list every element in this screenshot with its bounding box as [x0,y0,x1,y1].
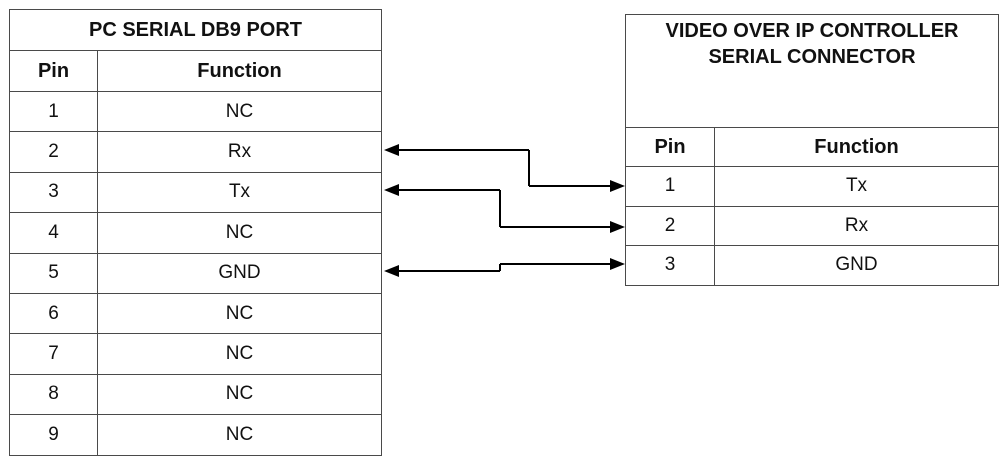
pc-pin-function: NC [97,212,382,254]
pc-pin-number: 7 [9,333,98,375]
pc-pin-row: 7 NC [9,333,382,375]
controller-function-header: Function [714,127,999,167]
pc-pin-number: 3 [9,171,98,214]
pc-pin-number: 9 [9,414,98,456]
controller-title-line-1: VIDEO OVER IP CONTROLLER [665,20,959,42]
pc-pin-row: 5 GND [9,252,382,294]
controller-pin-row: 1 Tx [625,166,999,207]
controller-serial-connector-table: VIDEO OVER IP CONTROLLER SERIAL CONNECTO… [625,14,999,286]
pc-pin-number: 8 [9,373,98,416]
pc-pin-number: 5 [9,252,98,294]
pc-serial-port-table: PC SERIAL DB9 PORT Pin Function 1 NC 2 R… [9,9,382,456]
pc-pin-function: NC [97,292,382,335]
pc-pin-function: NC [97,373,382,416]
arrowhead-left [384,265,399,277]
pc-pin-row: 1 NC [9,90,382,133]
controller-pin-number: 2 [625,205,715,246]
pc-pin-function: NC [97,414,382,456]
pc-pin-function: NC [97,333,382,375]
pc-pin-row: 9 NC [9,414,382,456]
controller-pin-number: 3 [625,245,715,286]
controller-pin-function: GND [714,245,999,286]
pc-pin-function: GND [97,252,382,294]
pc-pin-row: 8 NC [9,373,382,416]
wire-tx-to-rx [384,184,625,233]
pc-pin-number: 6 [9,292,98,335]
pc-pin-row: 4 NC [9,212,382,254]
pc-pin-number: 1 [9,90,98,133]
controller-pin-function: Rx [714,205,999,246]
pc-pin-number: 2 [9,131,98,173]
controller-pin-row: 2 Rx [625,205,999,246]
pc-pin-number: 4 [9,212,98,254]
pc-pin-function: Tx [97,171,382,214]
controller-pin-function: Tx [714,166,999,207]
wire-gnd-to-gnd [384,258,625,277]
pc-pin-row: 6 NC [9,292,382,335]
pc-function-header: Function [97,50,382,92]
pc-pin-row: 2 Rx [9,131,382,173]
controller-pin-row: 3 GND [625,245,999,286]
pc-pin-function: NC [97,90,382,133]
controller-title: VIDEO OVER IP CONTROLLER SERIAL CONNECTO… [625,14,999,128]
wire-rx-to-tx [384,144,625,192]
arrowhead-right [610,221,625,233]
arrowhead-right [610,258,625,270]
arrowhead-left [384,184,399,196]
pc-pin-function: Rx [97,131,382,173]
pc-pin-header: Pin [9,50,98,92]
pc-port-title: PC SERIAL DB9 PORT [9,9,382,51]
controller-title-line-2: SERIAL CONNECTOR [708,46,916,68]
controller-pin-number: 1 [625,166,715,207]
arrowhead-left [384,144,399,156]
arrowhead-right [610,180,625,192]
pc-pin-row: 3 Tx [9,171,382,214]
controller-pin-header: Pin [625,127,715,167]
